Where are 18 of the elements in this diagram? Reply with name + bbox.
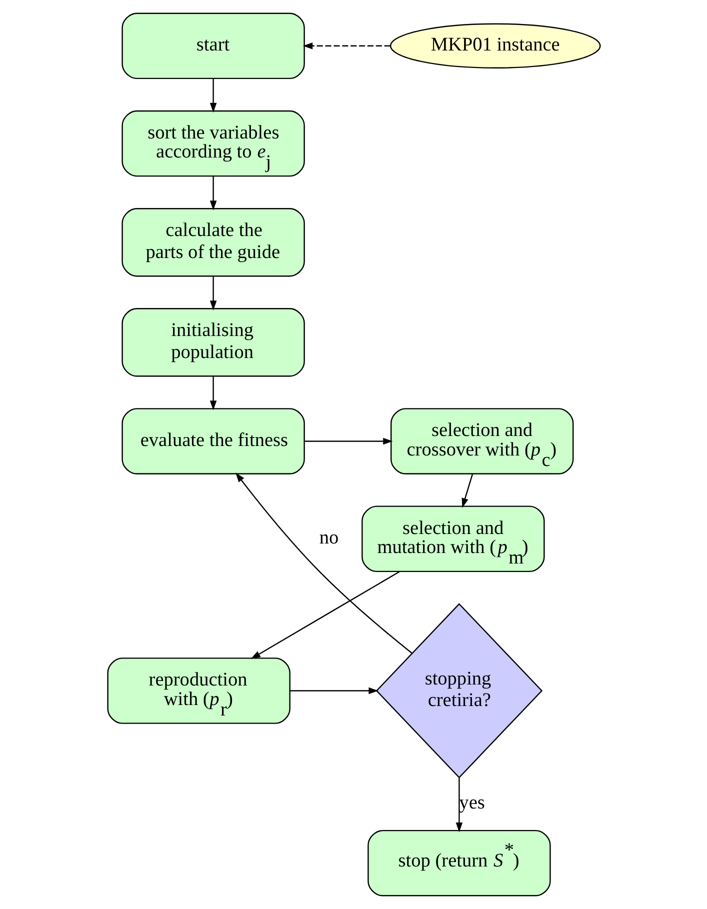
node-diamond: stopping cretiria? [375,603,542,778]
arrow [209,78,216,113]
edge-label: no [318,527,338,548]
arrow [209,376,216,410]
node-box: initialising population [121,308,304,377]
arrow [304,438,392,445]
arrow [209,276,216,310]
arrow [302,42,390,50]
node-box: calculate the parts of the guide [121,208,304,277]
node-box: evaluate the fitness [121,408,304,474]
arrow [455,778,462,832]
arrow [250,571,400,659]
arrow [461,474,473,508]
node-box: start [121,12,304,80]
node-ellipse: MKP01 instance [389,23,600,68]
arrow [235,472,412,654]
arrow [289,687,378,694]
arrow [209,176,216,210]
